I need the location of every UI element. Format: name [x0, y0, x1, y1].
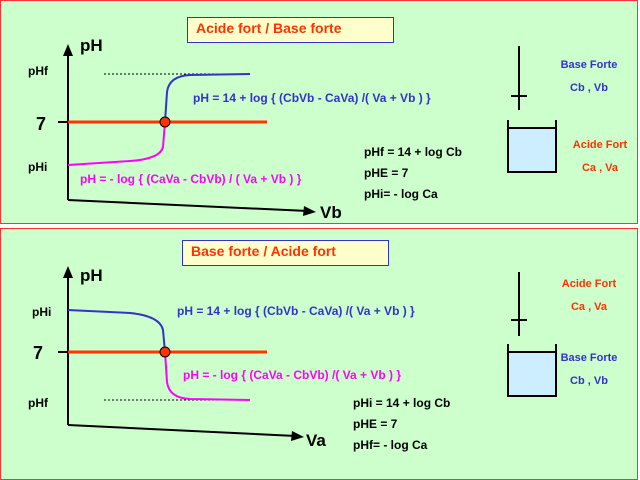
top-axis-x-label: Vb	[320, 203, 342, 222]
top-summary-1: pHf = 14 + log Cb	[364, 145, 462, 159]
bottom-summary-1: pHi = 14 + log Cb	[353, 396, 450, 410]
bottom-y-axis-arrow	[63, 266, 73, 278]
bottom-beaker-label: Base Forte	[561, 352, 618, 364]
top-y-axis-arrow	[63, 44, 73, 56]
bottom-label-phi: pHi	[32, 305, 51, 319]
top-burette-label: Base Forte	[561, 59, 618, 71]
bottom-titration-apparatus	[507, 272, 557, 397]
bottom-axis-y-label: pH	[80, 266, 103, 285]
top-beaker	[507, 120, 557, 173]
bottom-beaker-conc: Cb , Vb	[570, 375, 608, 387]
top-label-phf: pHf	[28, 64, 49, 78]
top-label-7: 7	[36, 114, 46, 134]
bottom-acid-curve	[164, 351, 251, 401]
top-formula-base: pH = 14 + log { (CbVb - CaVa) /( Va + Vb…	[193, 91, 431, 105]
bottom-beaker-liquid	[508, 352, 556, 396]
bottom-formula-base: pH = 14 + log { (CbVb - CaVa) /( Va + Vb…	[177, 304, 415, 318]
top-axis-y-label: pH	[80, 36, 103, 55]
bottom-formula-acid: pH = - log { (CaVa - CbVb) /( Va + Vb ) …	[183, 368, 401, 382]
bottom-title: Base forte / Acide fort	[182, 240, 389, 266]
top-axes	[58, 44, 316, 216]
top-x-axis	[67, 199, 309, 212]
bottom-beaker	[507, 344, 557, 397]
bottom-x-axis-arrow	[291, 431, 304, 441]
bottom-summary-2: pHE = 7	[353, 417, 398, 431]
top-summary-3: pHi= - log Ca	[364, 187, 438, 201]
bottom-label-7: 7	[33, 343, 43, 363]
top-beaker-label: Acide Fort	[573, 139, 628, 151]
top-formula-acid: pH = - log { (CaVa - CbVb) / ( Va + Vb )…	[80, 172, 302, 186]
bottom-base-curve	[67, 309, 166, 353]
top-burette-conc: Cb , Vb	[570, 82, 608, 94]
top-x-axis-arrow	[303, 206, 316, 216]
top-equivalence-point	[159, 116, 171, 128]
top-beaker-liquid	[508, 128, 556, 172]
top-beaker-conc: Ca , Va	[582, 162, 619, 174]
bottom-x-axis	[67, 424, 297, 437]
top-titration-apparatus	[507, 46, 557, 173]
top-base-curve	[164, 73, 251, 123]
bottom-label-phf: pHf	[28, 396, 49, 410]
top-summary-2: pHE = 7	[364, 166, 409, 180]
bottom-burette-label: Acide Fort	[562, 278, 617, 290]
bottom-equivalence-point	[159, 346, 171, 358]
top-acid-curve	[67, 121, 166, 166]
bottom-summary-3: pHf= - log Ca	[353, 438, 428, 452]
bottom-burette-conc: Ca , Va	[571, 301, 608, 313]
bottom-axes	[58, 266, 304, 441]
bottom-axis-x-label: Va	[306, 431, 326, 450]
top-label-phi: pHi	[28, 160, 47, 174]
top-title: Acide fort / Base forte	[187, 17, 394, 43]
